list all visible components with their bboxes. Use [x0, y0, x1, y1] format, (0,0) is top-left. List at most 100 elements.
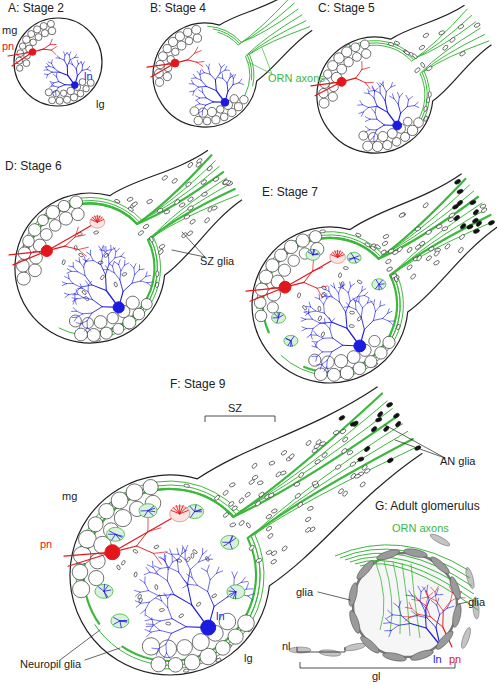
- dendrite-branch: [140, 591, 148, 593]
- dendrite-tuft: [291, 336, 294, 341]
- dendrite-branch: [84, 267, 85, 275]
- glial-cell: [288, 255, 299, 266]
- glial-cell: [47, 20, 54, 27]
- sz-glia-cell: [211, 205, 218, 210]
- dendrite-branch: [167, 599, 168, 608]
- sz-glia-cell: [412, 53, 418, 59]
- dendrite-branch: [306, 312, 310, 315]
- glia-sheath: [429, 532, 451, 548]
- dendrite-branch: [83, 313, 92, 315]
- glial-cell: [347, 351, 360, 364]
- cell-label: pn: [40, 538, 52, 550]
- orn-axon: [354, 16, 472, 60]
- dendrite-branch: [69, 266, 74, 268]
- glial-cell: [369, 335, 380, 346]
- sz-glia-cell: [281, 545, 288, 552]
- an-glia-cell: [383, 425, 390, 432]
- sz-glia-cell: [428, 246, 435, 252]
- dendrite-branch: [168, 567, 178, 572]
- dendrite-branch: [135, 601, 141, 604]
- dendrite-tuft: [120, 620, 127, 621]
- glial-cell: [207, 107, 216, 116]
- glial-cell: [163, 72, 171, 80]
- glial-cell: [49, 97, 56, 104]
- sz-glia-cell: [268, 492, 275, 498]
- dendrite-branch: [320, 299, 324, 304]
- dendrite-branch: [442, 611, 443, 627]
- dendrite-branch: [204, 73, 210, 75]
- glial-cell: [88, 517, 103, 532]
- dendrite-branch: [361, 62, 362, 70]
- sz-glia-cell: [380, 249, 387, 255]
- dendrite-tuft: [104, 584, 106, 591]
- dendrite-branch: [154, 566, 160, 569]
- glial-cell: [23, 235, 35, 247]
- dendrite-branch: [172, 555, 178, 561]
- dendrite-branch: [358, 297, 359, 302]
- dendrite-branch: [190, 562, 198, 570]
- dendrite-branch: [182, 546, 185, 552]
- sz-glia-cell: [252, 475, 259, 481]
- dendrite-branch: [73, 65, 77, 69]
- dendrite-branch: [132, 281, 141, 283]
- sz-glia-cell: [297, 501, 304, 508]
- bracket: [300, 662, 455, 668]
- dendrite-branch: [195, 104, 199, 106]
- dendrite-branch: [203, 105, 206, 110]
- dendrite-branch: [412, 599, 419, 600]
- dendrite-branch: [419, 614, 431, 616]
- glia-sheath: [448, 576, 462, 601]
- dendrite-branch: [312, 356, 317, 357]
- sz-glia-cell: [416, 255, 422, 262]
- sz-glia-cell: [414, 226, 421, 232]
- dendrite-tuft: [312, 249, 314, 254]
- dendrite-branch: [407, 100, 408, 107]
- dendrite-tuft: [116, 534, 121, 539]
- dendrite-branch: [409, 591, 413, 596]
- orn-axon: [360, 564, 478, 610]
- dendrite-branch: [365, 119, 370, 121]
- cell-label: ln: [84, 70, 93, 82]
- sz-glia-cell: [341, 448, 348, 454]
- dendrite-branch: [200, 73, 204, 75]
- dendrite-branch: [362, 289, 366, 292]
- dendrite-branch: [383, 86, 386, 92]
- dendrite-branch: [340, 283, 341, 288]
- dendrite-branch: [208, 592, 215, 607]
- glial-cell: [193, 34, 201, 42]
- dendrite-branch: [302, 327, 307, 329]
- panel-title: G: Adult glomerulus: [375, 500, 480, 513]
- dendrite-branch: [76, 64, 78, 69]
- dendrite-branch: [350, 282, 351, 287]
- leader-line: [182, 232, 205, 257]
- axon-label: ORN axons: [268, 72, 325, 84]
- glial-cell: [19, 43, 25, 49]
- neuropil-glia-cell: [343, 266, 348, 269]
- dendrite-branch: [72, 298, 77, 299]
- dendrite-branch: [208, 64, 210, 68]
- dendrite-branch: [159, 557, 165, 560]
- dendrite-branch: [65, 295, 69, 298]
- sz-glia-cell: [281, 450, 288, 456]
- dendrite-branch: [332, 322, 347, 328]
- an-glia-cell: [454, 179, 461, 185]
- neuropil-glia-cell: [321, 331, 325, 337]
- glial-cell: [126, 484, 143, 501]
- dendrite-branch: [362, 67, 370, 69]
- dendrite-branch: [206, 86, 216, 90]
- dendrite-branch: [415, 595, 419, 601]
- sz-glia-cell: [458, 24, 465, 30]
- dendrite-branch: [174, 595, 192, 605]
- dendrite-branch: [380, 305, 385, 306]
- dendrite-branch: [88, 285, 89, 292]
- dendrite-tuft: [148, 511, 155, 512]
- glial-cell: [401, 132, 410, 141]
- sz-glia-cell: [187, 162, 193, 169]
- dendrite-branch: [389, 321, 393, 325]
- sz-glia-cell: [410, 273, 417, 280]
- dendrite-branch: [80, 284, 82, 289]
- sz-glia-cell: [458, 247, 464, 254]
- dendrite-tuft: [286, 338, 291, 341]
- sz-glia-cell: [114, 199, 120, 204]
- neuropil-glia-cell: [178, 613, 184, 618]
